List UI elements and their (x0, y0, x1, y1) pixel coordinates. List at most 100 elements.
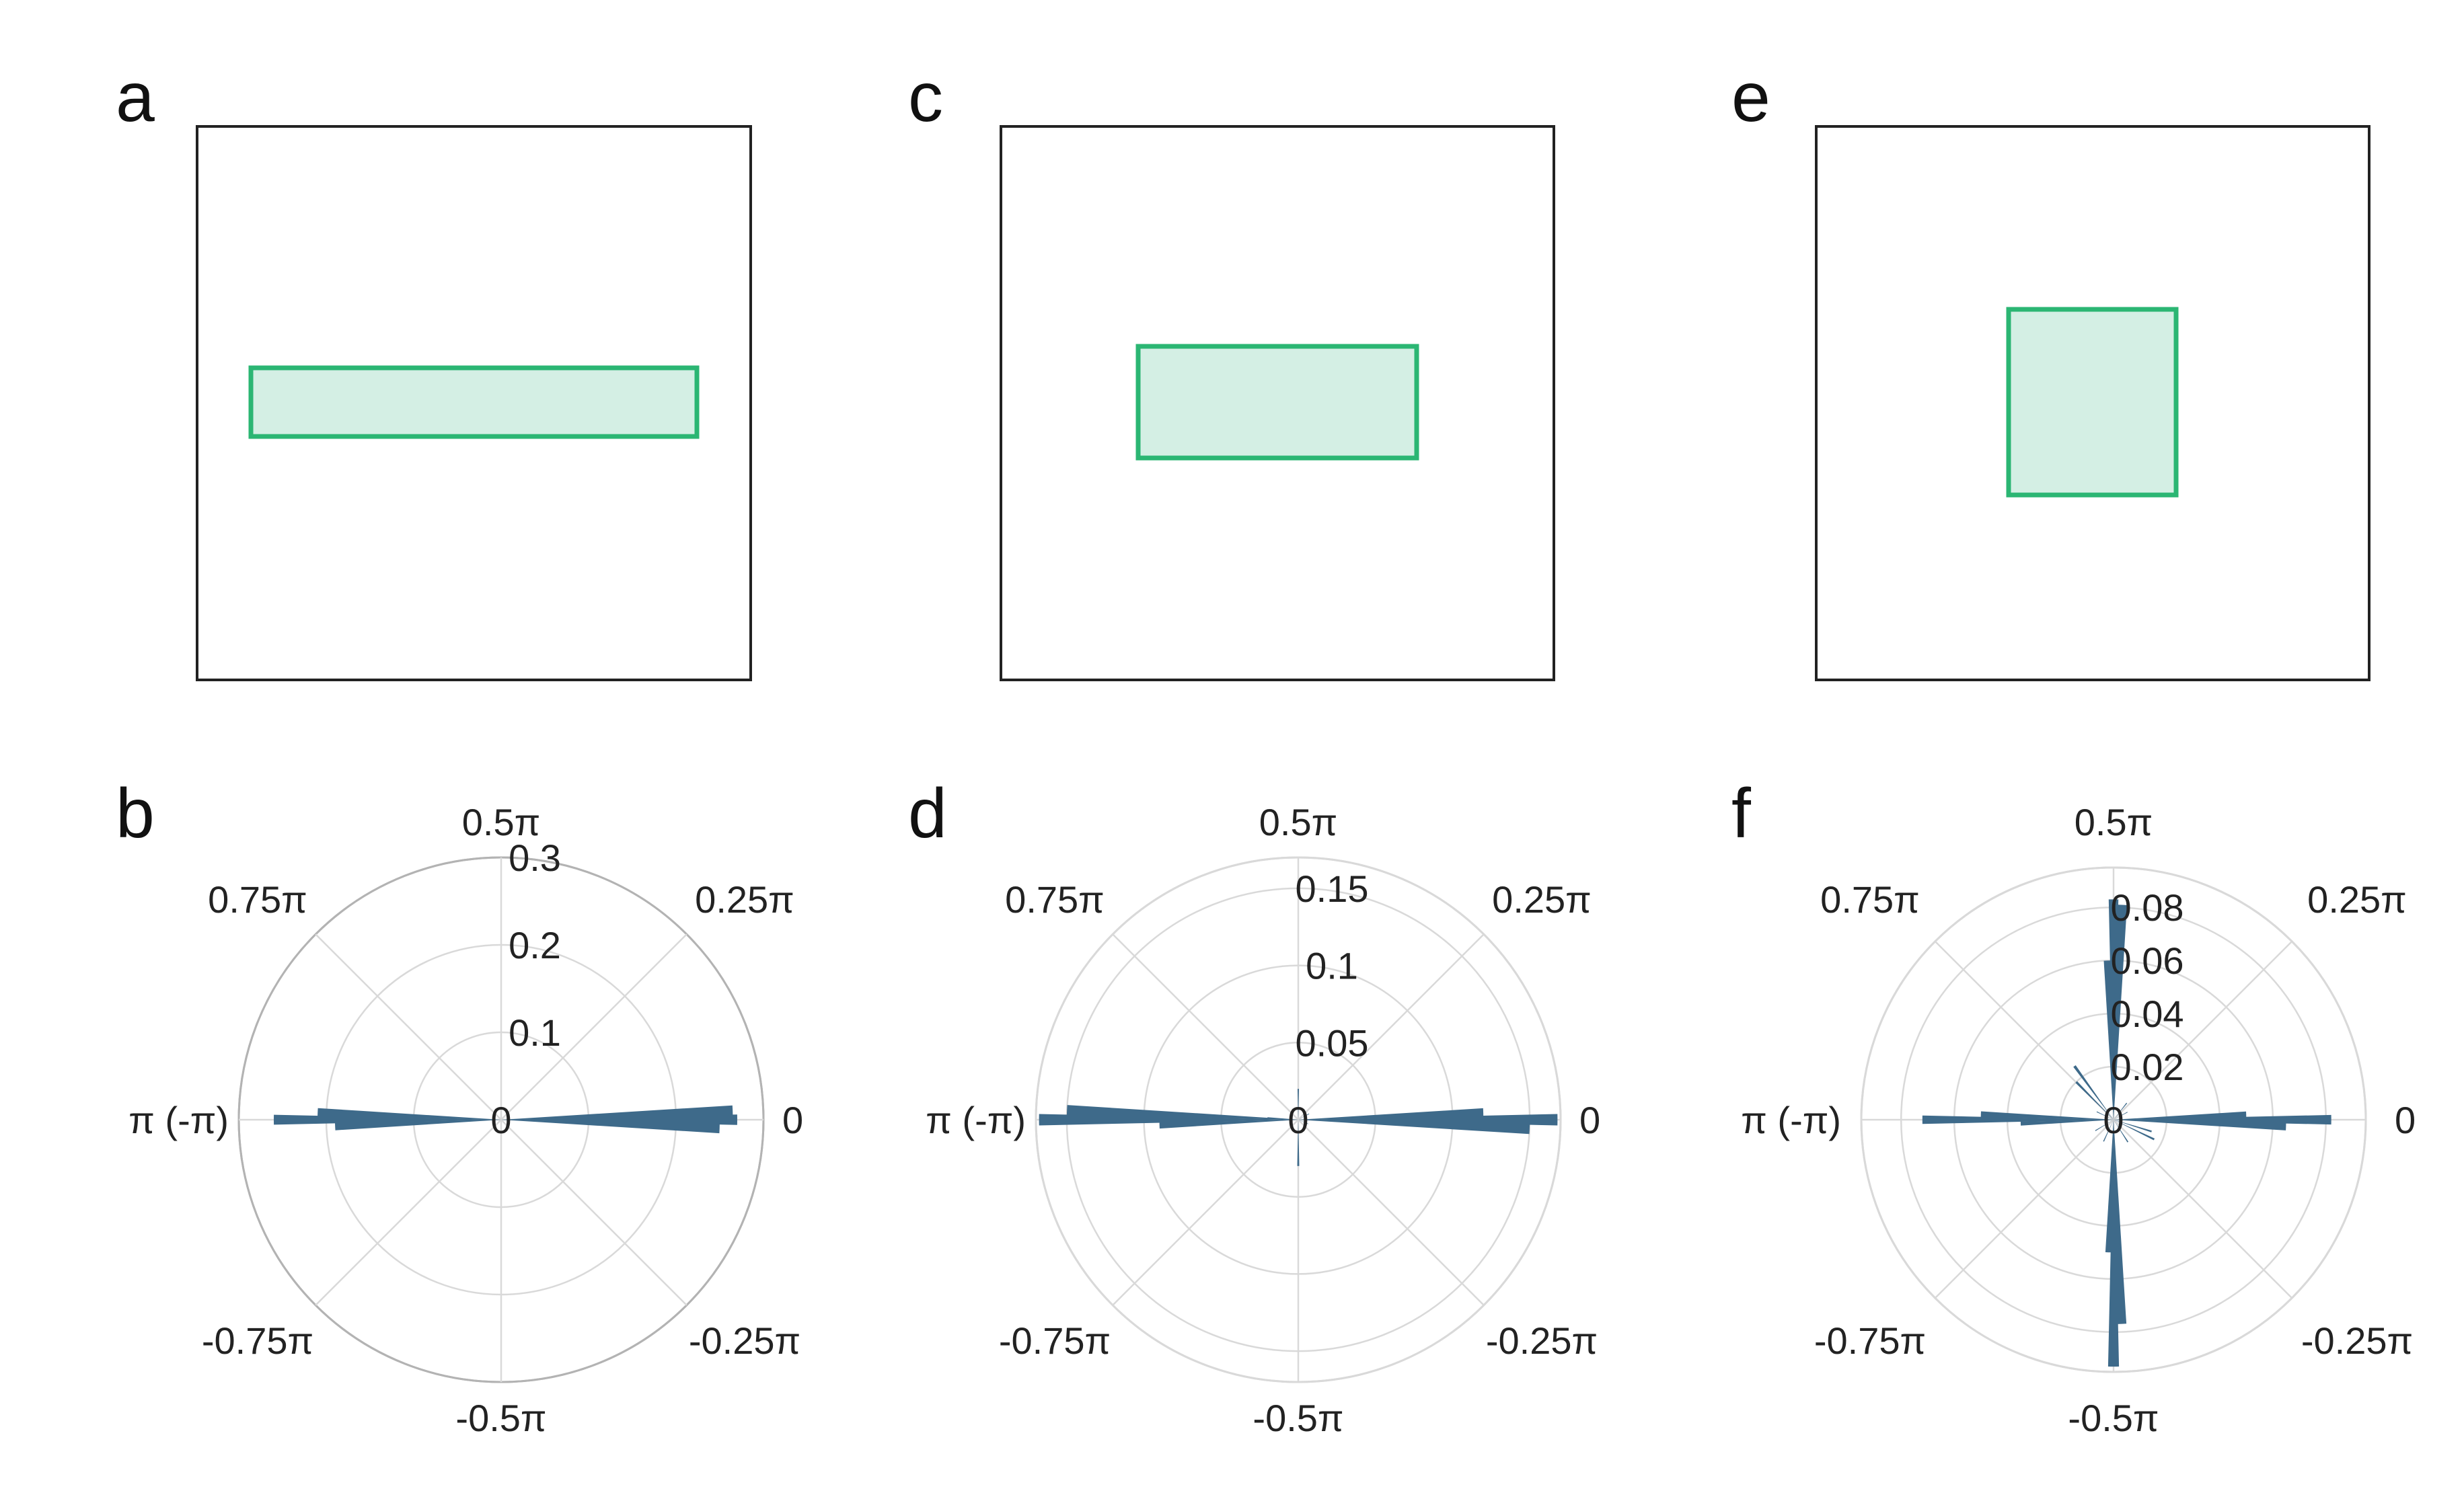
histogram-bar (2073, 1065, 2114, 1120)
angle-0-25pi-label: 0.25π (695, 878, 794, 921)
histogram-bar (2114, 1111, 2247, 1120)
domain-frame-c (1000, 125, 1555, 681)
histogram-bar (501, 1120, 720, 1134)
panel-a: a (116, 59, 752, 681)
grid-spoke (2113, 940, 2293, 1120)
radial-tick-label: 0.06 (2111, 939, 2184, 982)
histogram-bar (1298, 1108, 1484, 1120)
green-rectangle-e (2006, 307, 2179, 498)
histogram-bar (1980, 1111, 2114, 1120)
histogram-bar (2103, 960, 2114, 1120)
angle-0-5pi-label: 0.5π (462, 801, 540, 843)
histogram-bar (2114, 1120, 2286, 1130)
radial-tick-label: 0 (490, 1099, 511, 1141)
radial-tick-label: 0.1 (1306, 945, 1358, 987)
histogram-bar (2114, 1102, 2128, 1120)
angle-0-25pi-label: 0.25π (2307, 878, 2407, 921)
green-rectangle-c (1135, 344, 1419, 461)
histogram-bar (2103, 1120, 2114, 1142)
grid-spoke (315, 1119, 502, 1306)
radial-tick-label: 0.04 (2111, 993, 2184, 1035)
histogram-bar (274, 1114, 501, 1125)
radial-tick-label: 0.05 (1296, 1022, 1369, 1064)
angle-neg-0-25pi-label: -0.25π (689, 1319, 800, 1362)
histogram-bar (1159, 1120, 1298, 1129)
histogram-bar (1066, 1105, 1298, 1120)
radial-tick-label: 0.3 (509, 837, 561, 879)
histogram-bar (501, 1114, 737, 1125)
grid-spoke (500, 933, 687, 1120)
histogram-bar (1298, 1120, 1308, 1124)
histogram-bar (2075, 1081, 2114, 1120)
histogram-bar (2095, 1120, 2114, 1131)
radial-tick-label: 0 (1287, 1099, 1308, 1141)
histogram-bar (2114, 1112, 2128, 1120)
grid-spoke (500, 1119, 687, 1306)
angle-neg-0-25pi-label: -0.25π (1486, 1319, 1598, 1362)
angle-0-25pi-label: 0.25π (1492, 878, 1592, 921)
grid-spoke (1298, 933, 1485, 1120)
radial-tick-label: 0.1 (509, 1011, 561, 1054)
angle-pi-label: π (-π) (128, 1099, 229, 1141)
radial-tick-label: 0.15 (1296, 868, 1369, 910)
histogram-bar (335, 1120, 501, 1130)
histogram-bar (1267, 1117, 1298, 1120)
angle-neg-0-75pi-label: -0.75π (999, 1319, 1111, 1362)
angle-0-75pi-label: 0.75π (1005, 878, 1105, 921)
angle-pi-label: π (-π) (926, 1099, 1026, 1141)
histogram-bar (1039, 1114, 1298, 1126)
panel-letter-a: a (116, 59, 155, 137)
histogram-bar (2108, 899, 2119, 1120)
panel-letter-b: b (116, 775, 155, 853)
panel-e: e (1731, 59, 2370, 681)
angle-neg-0-75pi-label: -0.75π (1814, 1319, 1926, 1362)
grid-spoke (315, 933, 502, 1120)
grid-spoke (1934, 1119, 2114, 1299)
panel-letter-f: f (1731, 775, 1752, 853)
histogram-bar (1297, 1120, 1300, 1166)
grid-spoke (1112, 933, 1299, 1120)
histogram-bar (2114, 1120, 2127, 1324)
angle-pi-label: π (-π) (1741, 1099, 1841, 1141)
angle-0-label: 0 (2395, 1099, 2416, 1141)
grid-spoke (1112, 1119, 1299, 1306)
angle-0-75pi-label: 0.75π (208, 878, 307, 921)
angle-neg-0-5pi-label: -0.5π (455, 1397, 546, 1439)
domain-frame-a (196, 125, 752, 681)
panel-letter-c: c (908, 59, 943, 137)
histogram-bar (2114, 905, 2128, 1120)
grid-spoke (1298, 1119, 1485, 1306)
histogram-bar (2096, 1111, 2114, 1120)
grid-spoke (2113, 1119, 2293, 1299)
histogram-bar (2105, 1120, 2114, 1253)
histogram-bar (501, 1105, 733, 1120)
radial-tick-label: 0 (2103, 1099, 2124, 1141)
angle-0-75pi-label: 0.75π (1820, 878, 1920, 921)
angle-neg-0-5pi-label: -0.5π (1253, 1397, 1343, 1439)
histogram-bar (2020, 1120, 2114, 1126)
histogram-bar (318, 1108, 501, 1120)
histogram-bar (1298, 1113, 1310, 1120)
histogram-bar (2114, 1120, 2152, 1133)
histogram-bar (2107, 1120, 2120, 1367)
histogram-bar (1298, 1120, 1530, 1135)
radial-tick-label: 0.2 (509, 924, 561, 966)
histogram-bar (1298, 1089, 1299, 1120)
histogram-bar (1298, 1114, 1558, 1126)
green-rectangle-a (248, 365, 700, 439)
radial-tick-label: 0.02 (2111, 1046, 2184, 1088)
radial-tick-label: 0.08 (2111, 886, 2184, 929)
panel-c: c (908, 59, 1555, 681)
domain-frame-e (1815, 125, 2370, 681)
angle-0-label: 0 (782, 1099, 803, 1141)
angle-neg-0-5pi-label: -0.5π (2068, 1397, 2159, 1439)
angle-0-5pi-label: 0.5π (1259, 801, 1337, 843)
angle-neg-0-25pi-label: -0.25π (2301, 1319, 2413, 1362)
angle-0-label: 0 (1579, 1099, 1600, 1141)
histogram-bar (2114, 1114, 2331, 1125)
histogram-bar (1922, 1115, 2114, 1124)
